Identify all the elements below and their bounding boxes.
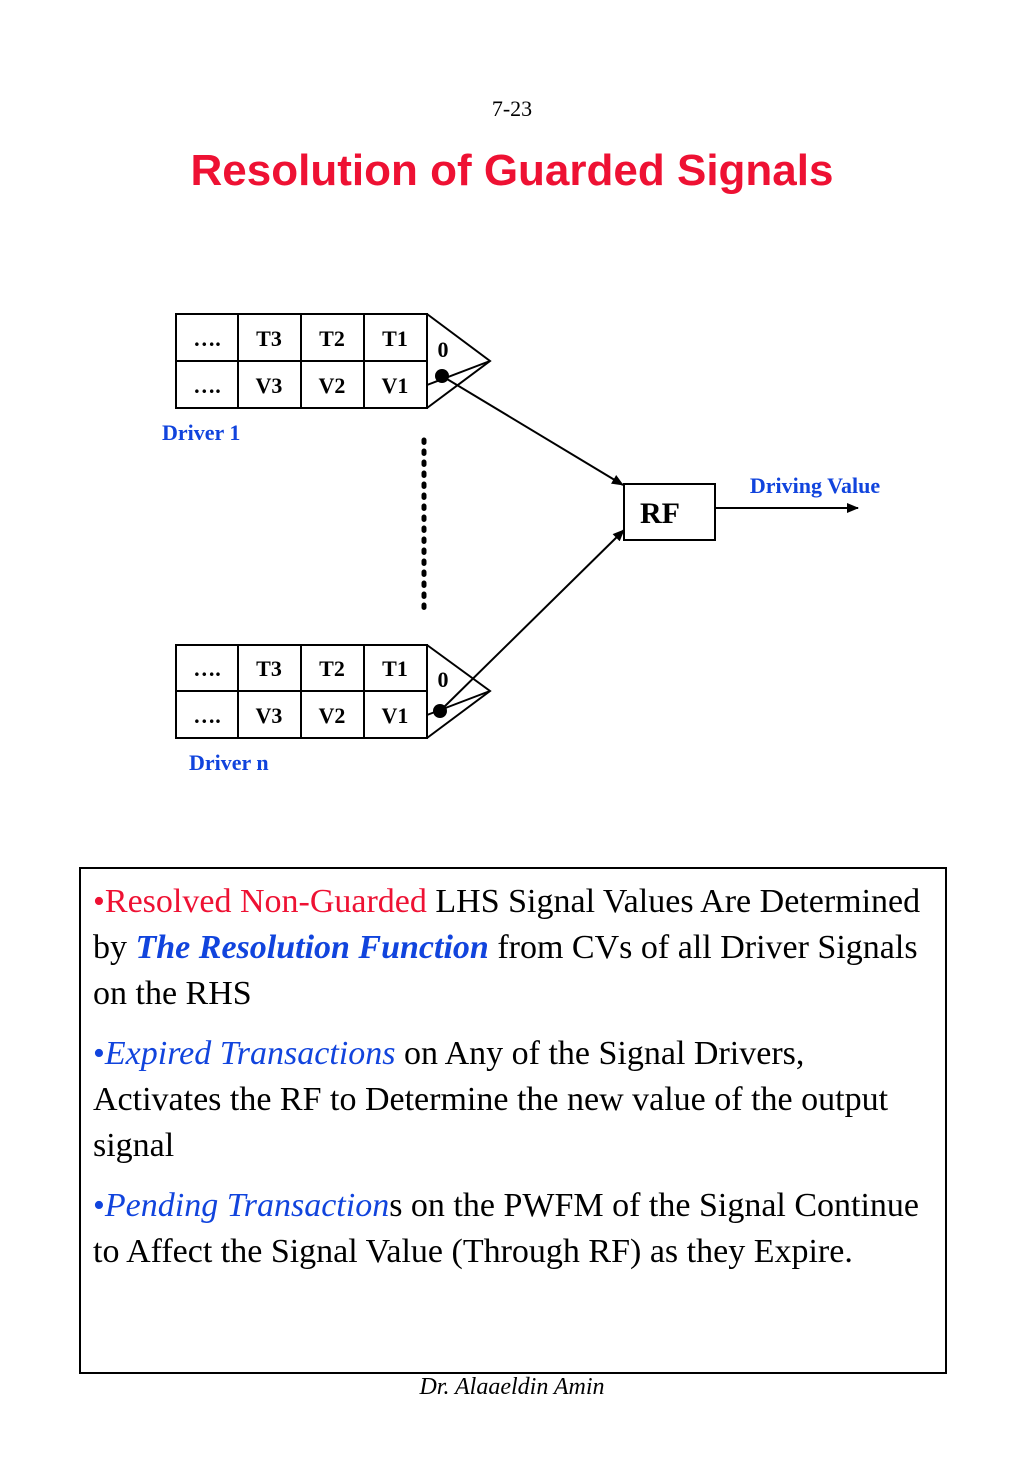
time-cell: T2 bbox=[319, 326, 345, 351]
value-cell: V3 bbox=[256, 373, 283, 398]
bullet-resolved-non-guarded: •Resolved Non-Guarded LHS Signal Values … bbox=[93, 879, 933, 1017]
bullet-marker: • bbox=[93, 883, 105, 920]
rf-label: RF bbox=[640, 497, 680, 530]
time-cell: T2 bbox=[319, 656, 345, 681]
driving-value-label: Driving Value bbox=[750, 473, 880, 498]
bullet-text: on Any of the Signal Drivers, Activates … bbox=[93, 1035, 889, 1164]
value-cell: V3 bbox=[256, 703, 283, 728]
guard-value: 0 bbox=[438, 337, 449, 362]
rf-block bbox=[623, 483, 716, 541]
value-cell: V1 bbox=[382, 703, 409, 728]
time-cell: T1 bbox=[382, 656, 408, 681]
time-cell: T3 bbox=[256, 326, 282, 351]
emphasis-text: The Resolution Function bbox=[135, 929, 489, 966]
value-cell: V2 bbox=[319, 373, 346, 398]
time-cell: …. bbox=[193, 656, 221, 681]
slide-title: Resolution of Guarded Signals bbox=[190, 146, 834, 195]
slide-number: 7-23 bbox=[491, 96, 533, 121]
bullet-marker: • bbox=[93, 1035, 105, 1072]
driver-1-queue: …. T3 T2 T1 …. V3 V2 V1 0 bbox=[175, 313, 492, 409]
value-cell: …. bbox=[193, 373, 221, 398]
value-cell: …. bbox=[193, 703, 221, 728]
time-cell: …. bbox=[193, 326, 221, 351]
time-cell: T1 bbox=[382, 326, 408, 351]
bullet-text: s on the PWFM of the Signal Continue to … bbox=[93, 1187, 920, 1270]
bullet-pending-transactions: •Pending Transactions on the PWFM of the… bbox=[93, 1183, 933, 1275]
bullet-expired-transactions: •Expired Transactions on Any of the Sign… bbox=[93, 1031, 933, 1169]
driver-1-arrow bbox=[441, 375, 624, 486]
bullet-text: LHS Signal Values Are Determined by bbox=[93, 883, 921, 966]
guard-value: 0 bbox=[438, 667, 449, 692]
driver-n-queue: …. T3 T2 T1 …. V3 V2 V1 0 bbox=[175, 644, 492, 739]
driver-1-label: Driver 1 bbox=[162, 420, 240, 445]
value-cell: V2 bbox=[319, 703, 346, 728]
time-cell: T3 bbox=[256, 656, 282, 681]
notes-box: •Resolved Non-Guarded LHS Signal Values … bbox=[79, 867, 947, 1374]
driver-n-label: Driver n bbox=[189, 750, 269, 775]
highlight-text: Expired Transactions bbox=[104, 1035, 396, 1072]
driver-n-arrow bbox=[439, 529, 625, 712]
value-cell: V1 bbox=[382, 373, 409, 398]
highlight-text: Pending Transaction bbox=[104, 1187, 390, 1224]
bullet-text: from CVs of all Driver Signals on the RH… bbox=[93, 929, 918, 1012]
author-footer: Dr. Alaaeldin Amin bbox=[419, 1374, 605, 1400]
highlight-text: Resolved Non-Guarded bbox=[104, 883, 427, 920]
bullet-marker: • bbox=[93, 1187, 105, 1224]
driver-resolution-diagram: …. T3 T2 T1 …. V3 V2 V1 0 Driver 1 …. T3… bbox=[162, 313, 880, 775]
